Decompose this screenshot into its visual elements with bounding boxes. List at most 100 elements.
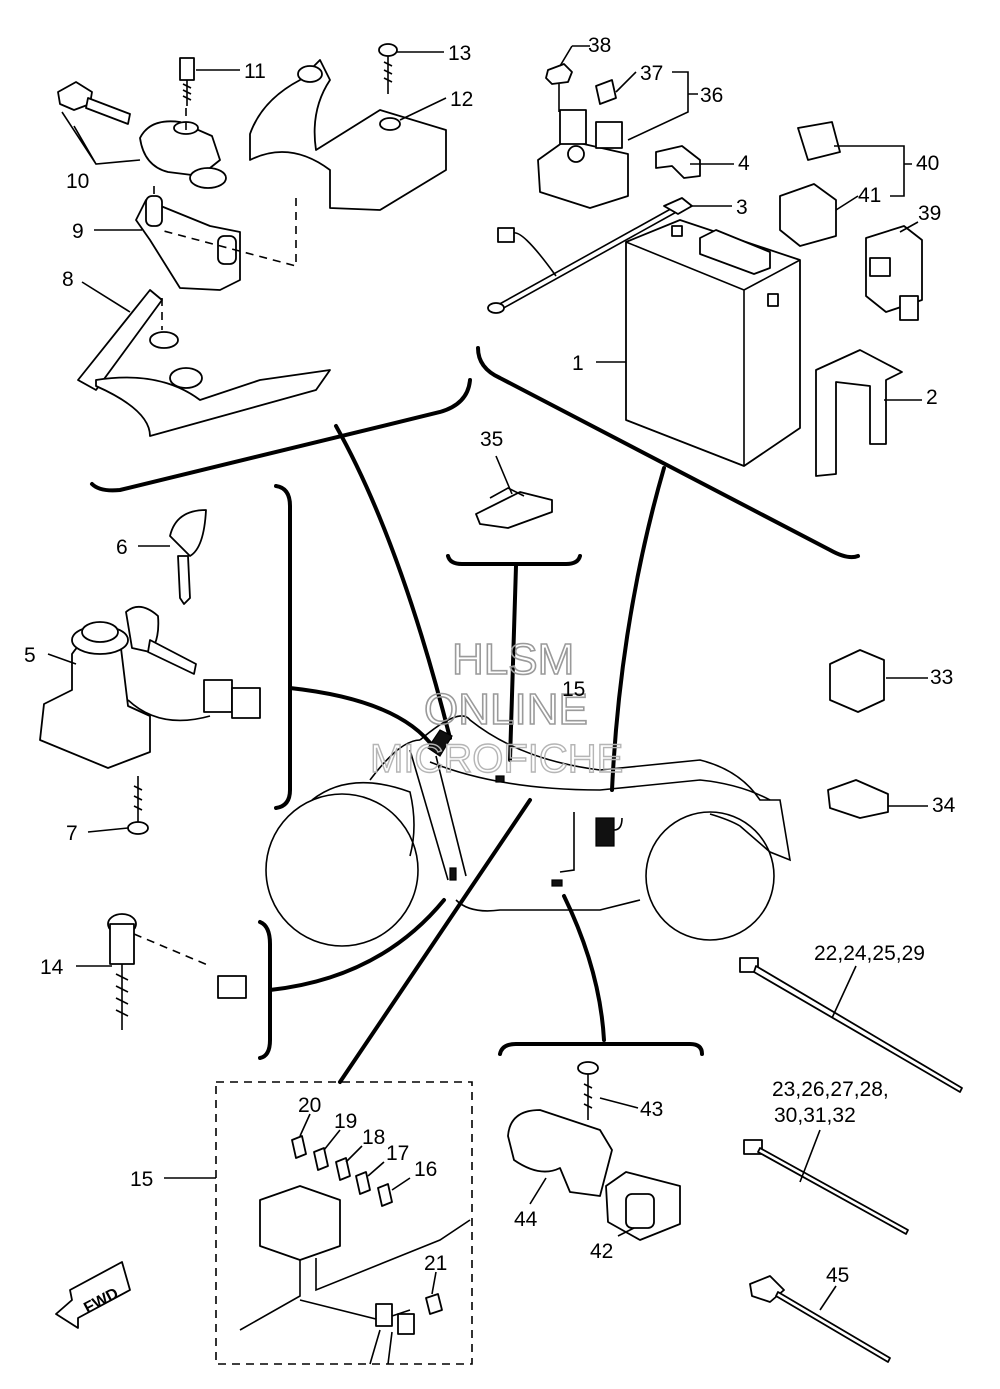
leader-16 xyxy=(391,1177,411,1191)
callout-45: 45 xyxy=(826,1264,849,1287)
watermark: HLSM ONLINE MICROFICHE xyxy=(369,634,624,782)
callout-38: 38 xyxy=(588,34,611,57)
connector-clip xyxy=(508,564,518,762)
screw-43-thread xyxy=(583,1083,593,1109)
cover-12 xyxy=(249,59,447,211)
connector-battery xyxy=(610,466,666,792)
harness-connector-2 xyxy=(397,1313,415,1335)
callout-1: 1 xyxy=(572,352,584,375)
callout-30-31-32: 30,31,32 xyxy=(774,1104,856,1127)
connector-harness xyxy=(338,798,532,1084)
leader-7 xyxy=(87,827,129,833)
fuse-18 xyxy=(335,1157,351,1181)
headlight-area xyxy=(369,739,421,781)
bolt-7-head xyxy=(127,821,149,835)
leader-45 xyxy=(819,1285,837,1311)
flasher-unit-39 xyxy=(865,225,923,313)
battery-1 xyxy=(625,219,801,467)
cable-3-branch xyxy=(511,232,557,277)
leader-12 xyxy=(399,97,447,121)
callout-40: 40 xyxy=(916,152,939,175)
cable-tie-23-strap xyxy=(757,1147,909,1235)
fwd-arrow-icon xyxy=(55,1261,131,1329)
screw-13-head xyxy=(378,43,398,57)
cover-8-body xyxy=(95,369,331,437)
fuse-37 xyxy=(595,79,617,105)
leader-40 xyxy=(834,145,912,197)
callout-12: 12 xyxy=(450,88,473,111)
connector-21 xyxy=(425,1293,443,1315)
cable-3-connector xyxy=(497,227,515,243)
cover-12-hole xyxy=(297,65,323,83)
callout-2: 2 xyxy=(926,386,938,409)
front-fender xyxy=(311,781,415,857)
battery-parts xyxy=(487,63,923,477)
watermark-line2: ONLINE xyxy=(424,685,588,734)
callout-3: 3 xyxy=(736,196,748,219)
key-6-head xyxy=(169,509,207,557)
callout-33: 33 xyxy=(930,666,953,689)
leader-18 xyxy=(345,1145,363,1163)
leader-42 xyxy=(617,1227,635,1237)
neutral-switch-part xyxy=(107,913,247,1030)
callout-15-bike: 15 xyxy=(562,678,585,701)
callout-17: 17 xyxy=(386,1142,409,1165)
unit-39-tab xyxy=(869,257,891,277)
leader-43 xyxy=(599,1097,639,1109)
leader-20 xyxy=(299,1113,311,1137)
callout-21: 21 xyxy=(424,1252,447,1275)
screw-13-thread xyxy=(383,61,393,83)
main-switch-connector-2 xyxy=(231,687,261,719)
callout-44: 44 xyxy=(514,1208,538,1231)
leader-21 xyxy=(431,1271,437,1295)
callout-15-harness: 15 xyxy=(130,1168,153,1191)
battery-location-mark xyxy=(595,817,615,847)
watermark-line1: HLSM xyxy=(452,635,574,684)
front-wheel xyxy=(265,793,419,947)
cable-tie-23-head xyxy=(743,1139,763,1155)
main-switch-wire xyxy=(127,699,211,722)
callout-43: 43 xyxy=(640,1098,663,1121)
leader-8 xyxy=(81,281,131,313)
callout-41: 41 xyxy=(858,184,881,207)
harness-parts xyxy=(215,1081,473,1365)
callout-16: 16 xyxy=(414,1158,437,1181)
battery-1-lid xyxy=(699,229,771,275)
sensor-parts xyxy=(507,1061,681,1241)
neutral-switch-connector xyxy=(217,975,247,999)
callout-6: 6 xyxy=(116,536,128,559)
lock-cylinder-ear xyxy=(189,167,227,189)
callout-34: 34 xyxy=(932,794,956,817)
clip-location-mark xyxy=(495,775,505,783)
connector-handlebar xyxy=(334,424,452,740)
clamp-33 xyxy=(829,649,885,713)
leader-10 xyxy=(61,111,141,165)
callout-4: 4 xyxy=(738,152,750,175)
callout-19: 19 xyxy=(334,1110,357,1133)
relay-36-block-2 xyxy=(595,121,623,149)
callout-20: 20 xyxy=(298,1094,321,1117)
frame-bottom xyxy=(455,899,641,912)
group-brackets xyxy=(90,346,860,1084)
callout-10: 10 xyxy=(66,170,89,193)
watermark-line3: MICROFICHE xyxy=(370,737,623,781)
callout-42: 42 xyxy=(590,1240,613,1263)
battery-cable-3 xyxy=(499,209,681,311)
tank-and-seat xyxy=(419,715,792,862)
leader-39 xyxy=(899,221,919,233)
rear-wheel xyxy=(645,811,775,941)
connector-sensor xyxy=(562,894,606,1042)
holder-44 xyxy=(507,1109,613,1197)
harness-wire-3 xyxy=(299,1299,411,1321)
cable-tie-22-strap xyxy=(753,965,963,1093)
leader-44 xyxy=(529,1177,547,1205)
callout-labels: 1 2 3 4 5 6 7 8 9 10 11 12 13 14 15 15 1… xyxy=(24,34,956,1287)
motorcycle-outline xyxy=(265,715,792,947)
connector-neutral-switch xyxy=(268,898,446,992)
bracket-battery-group xyxy=(476,346,860,560)
battery-terminal xyxy=(671,225,683,237)
callout-7: 7 xyxy=(66,822,78,845)
harness-wire-2 xyxy=(315,1219,471,1292)
battery-band-2 xyxy=(815,349,903,477)
cable-3-terminal xyxy=(663,197,693,215)
